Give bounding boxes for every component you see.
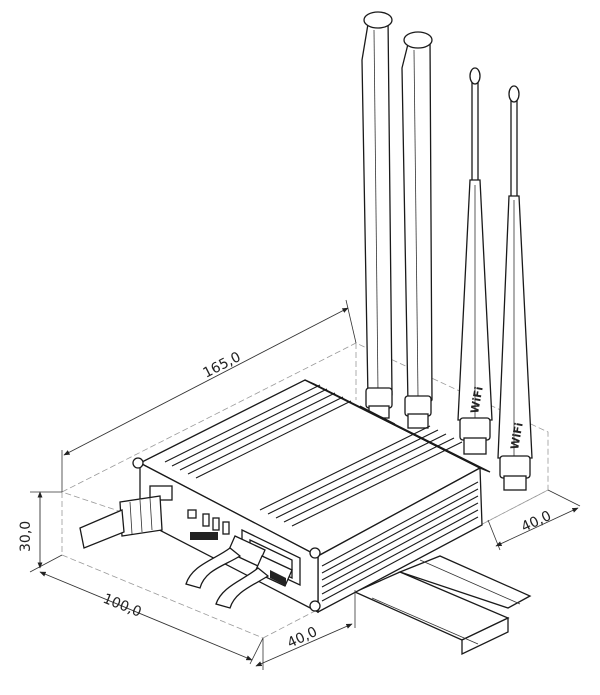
antenna-lte-2 [401,31,433,429]
side-fins [321,481,479,602]
dimension-height-label: 30,0 [18,521,34,552]
wifi-label-1: WiFi [468,385,486,414]
antenna-lte-1 [361,11,393,419]
power-cable [79,485,173,549]
dimension-depth-right-label: 40,0 [519,508,554,536]
dimension-width: 100,0 [39,571,264,665]
dimension-length-label: 165,0 [201,349,244,381]
antenna-wifi-1 [457,67,493,455]
wifi-label-2: WiFi [508,421,526,450]
antenna-wifi-2 [497,85,533,491]
dimension-height: 30,0 [18,491,63,573]
dimension-depth-right: 40,0 [487,489,581,551]
dimension-depth-front-label: 40,0 [285,624,320,652]
dimension-width-label: 100,0 [101,591,144,621]
din-rail [353,555,532,656]
